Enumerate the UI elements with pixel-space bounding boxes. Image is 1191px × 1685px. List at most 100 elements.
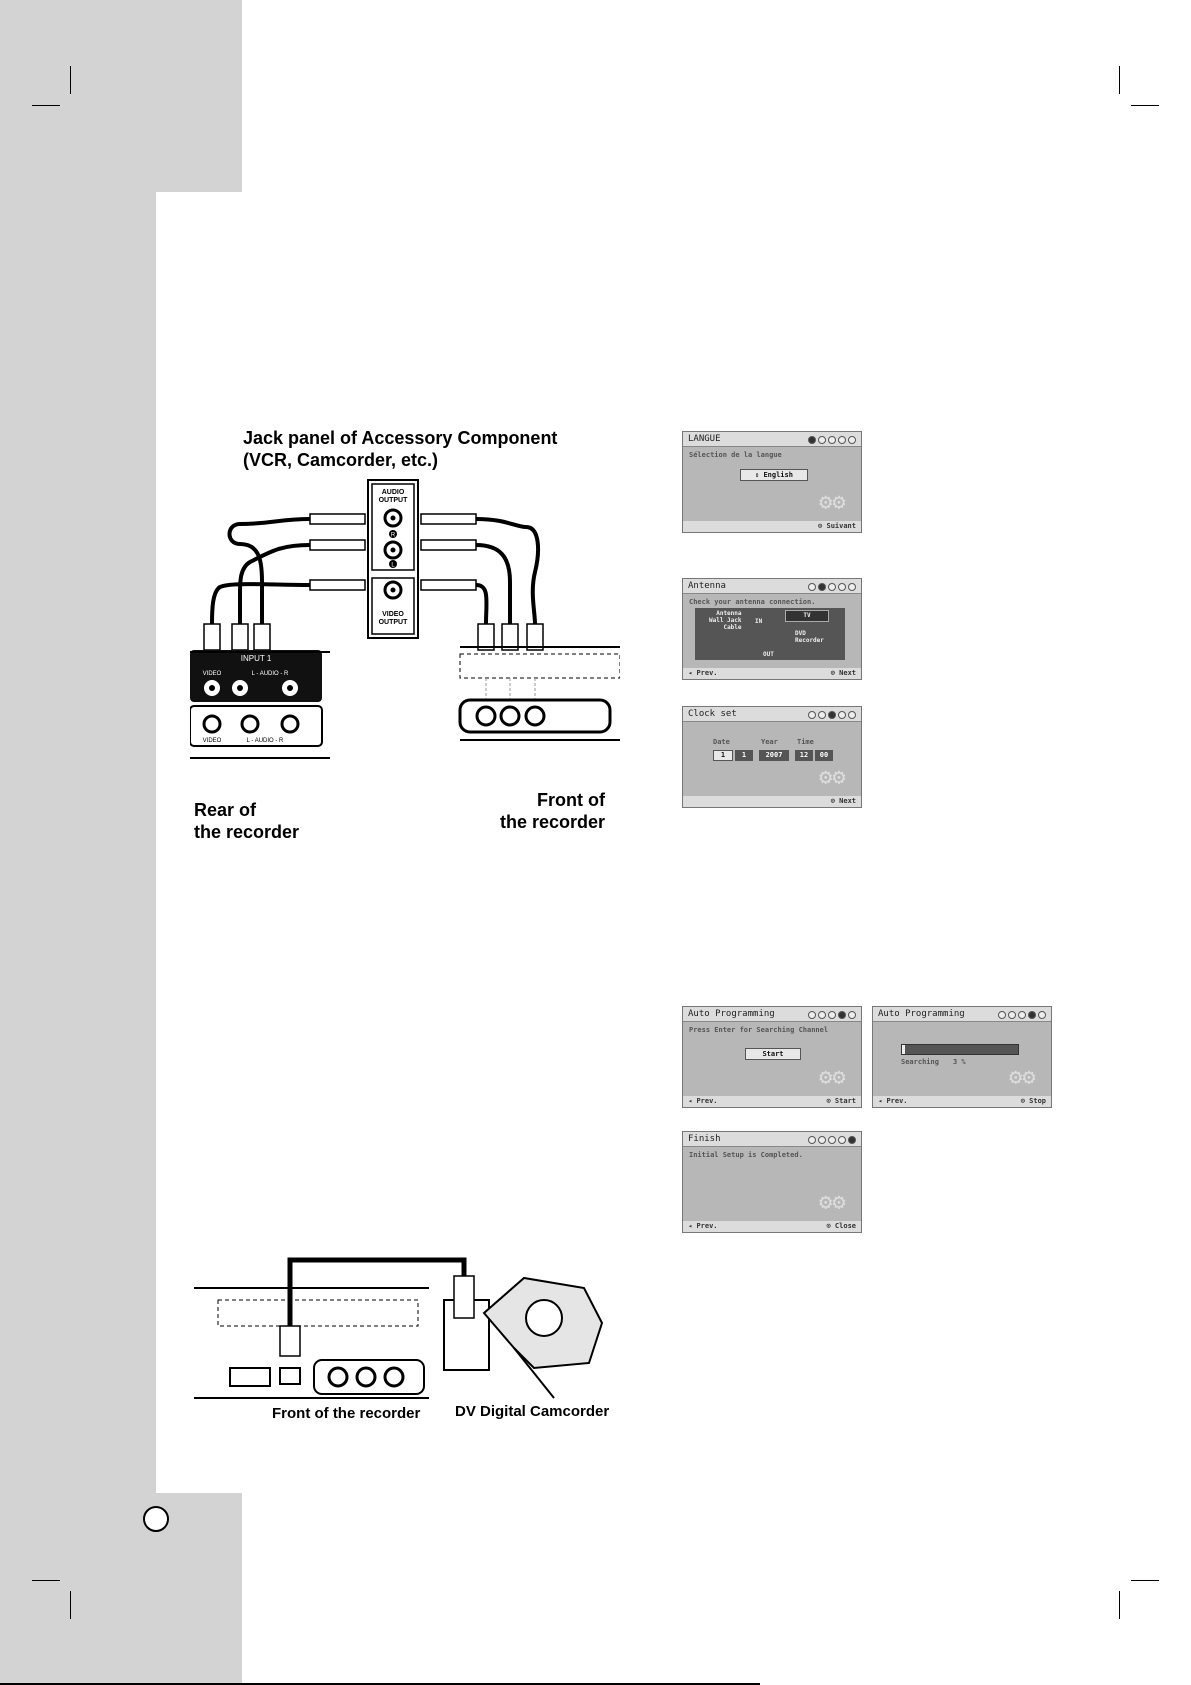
language-select[interactable]: ⇕ English bbox=[740, 469, 808, 481]
diagram-title-line1: Jack panel of Accessory Component bbox=[243, 428, 558, 448]
prev-hint: ◂ Prev. bbox=[878, 1097, 908, 1105]
prev-hint: ◂ Prev. bbox=[688, 1097, 718, 1105]
diagram-title: Jack panel of Accessory Component (VCR, … bbox=[243, 428, 557, 471]
hour-field[interactable]: 12 bbox=[795, 750, 813, 761]
rear-video-label-2: VIDEO bbox=[203, 738, 222, 744]
crop-mark bbox=[70, 1591, 71, 1619]
close-label: Close bbox=[834, 1222, 856, 1230]
next-hint: ⊙ Next bbox=[830, 797, 856, 805]
rear-video-label: VIDEO bbox=[203, 671, 222, 677]
wall-jack-label: Wall Jack bbox=[709, 617, 742, 624]
page-margin-top bbox=[0, 0, 242, 192]
start-button[interactable]: Start bbox=[745, 1048, 801, 1060]
time-label: Time bbox=[797, 738, 814, 746]
page-margin-bottom bbox=[0, 1493, 242, 1685]
searching-percent: 3 % bbox=[953, 1058, 966, 1066]
audio-output-label: AUDIO bbox=[382, 489, 405, 496]
crop-mark bbox=[1131, 1580, 1159, 1581]
in-label: IN bbox=[755, 618, 763, 625]
language-value: English bbox=[763, 471, 793, 479]
year-field[interactable]: 2007 bbox=[759, 750, 789, 761]
date-label: Date bbox=[713, 738, 730, 746]
close-hint: ⊙ Close bbox=[826, 1222, 856, 1230]
step-indicator bbox=[806, 1010, 856, 1024]
osd-title: Auto Programming bbox=[878, 1009, 965, 1019]
antenna-label: Antenna bbox=[716, 610, 742, 617]
front-caption-line2: the recorder bbox=[499, 811, 605, 832]
av-connection-diagram: AUDIO OUTPUT R L VIDEO OUTPUT INPUT 1 VI… bbox=[190, 479, 620, 759]
prev-label: Prev. bbox=[696, 669, 718, 677]
rear-audio-label: L - AUDIO - R bbox=[252, 671, 289, 677]
crop-mark bbox=[1119, 1591, 1120, 1619]
osd-title: LANGUE bbox=[688, 434, 721, 444]
crop-mark bbox=[1131, 105, 1159, 106]
gear-icon: ⚙⚙ bbox=[819, 490, 846, 515]
gear-icon: ⚙⚙ bbox=[1009, 1065, 1036, 1090]
step-indicator bbox=[806, 582, 856, 596]
input-1-label: INPUT 1 bbox=[241, 654, 272, 663]
diagram-title-line2: (VCR, Camcorder, etc.) bbox=[243, 449, 439, 470]
crop-mark bbox=[32, 105, 60, 106]
osd-langue: LANGUE Sélection de la langue ⇕ English … bbox=[682, 431, 862, 533]
cable-label: Cable bbox=[723, 624, 742, 631]
prev-hint: ◂ Prev. bbox=[688, 1222, 718, 1230]
jack-l-label: L bbox=[391, 563, 395, 569]
crop-mark bbox=[70, 66, 71, 94]
jack-r-label: R bbox=[391, 533, 396, 539]
osd-title: Antenna bbox=[688, 581, 726, 591]
dv-front-caption: Front of the recorder bbox=[272, 1405, 421, 1422]
month-field[interactable]: 1 bbox=[713, 750, 733, 761]
gear-icon: ⚙⚙ bbox=[819, 1065, 846, 1090]
next-hint: ⊙ Suivant bbox=[818, 522, 856, 530]
tv-box: TV bbox=[785, 610, 829, 622]
antenna-diagram: Antenna Wall Jack Cable IN TV DVD Record… bbox=[695, 608, 845, 660]
bottom-rule bbox=[0, 1683, 760, 1685]
osd-auto-programming: Auto Programming Press Enter for Searchi… bbox=[682, 1006, 862, 1108]
gear-icon: ⚙⚙ bbox=[819, 765, 846, 790]
rear-caption-line1: Rear of bbox=[194, 800, 257, 820]
osd-label: Sélection de la langue bbox=[689, 451, 782, 459]
osd-label: Press Enter for Searching Channel bbox=[689, 1026, 829, 1034]
next-label: Next bbox=[839, 669, 856, 677]
dvd-label: DVD bbox=[795, 630, 806, 637]
front-caption-line1: Front of bbox=[537, 790, 605, 810]
step-indicator bbox=[996, 1010, 1046, 1024]
out-label: OUT bbox=[763, 651, 774, 658]
video-output-label: VIDEO bbox=[382, 611, 404, 618]
rear-caption-line2: the recorder bbox=[194, 821, 300, 842]
page-margin-bar bbox=[0, 0, 156, 1685]
day-field[interactable]: 1 bbox=[735, 750, 753, 761]
osd-label: Check your antenna connection. bbox=[689, 598, 816, 606]
gear-icon: ⚙⚙ bbox=[819, 1190, 846, 1215]
prev-label: Prev. bbox=[886, 1097, 908, 1105]
osd-label: Initial Setup is Completed. bbox=[689, 1151, 803, 1159]
searching-label: Searching bbox=[901, 1058, 939, 1066]
year-label: Year bbox=[761, 738, 778, 746]
next-label: Start bbox=[834, 1097, 856, 1105]
crop-mark bbox=[1119, 66, 1120, 94]
step-indicator bbox=[806, 1135, 856, 1149]
next-hint: ⊙ Next bbox=[830, 669, 856, 677]
rear-caption: Rear of the recorder bbox=[194, 800, 299, 843]
step-indicator bbox=[806, 435, 856, 449]
next-label: Suivant bbox=[826, 522, 856, 530]
osd-title: Clock set bbox=[688, 709, 737, 719]
crop-mark bbox=[32, 1580, 60, 1581]
minute-field[interactable]: 00 bbox=[815, 750, 833, 761]
front-caption: Front of the recorder bbox=[470, 790, 605, 833]
osd-clock-set: Clock set Date Year Time 1 1 2007 12 00 … bbox=[682, 706, 862, 808]
progress-fill bbox=[902, 1045, 906, 1054]
rear-audio-label-2: L - AUDIO - R bbox=[247, 738, 284, 744]
osd-finish: Finish Initial Setup is Completed. ⚙⚙ ◂ … bbox=[682, 1131, 862, 1233]
stop-label: Stop bbox=[1029, 1097, 1046, 1105]
next-label: Next bbox=[839, 797, 856, 805]
osd-title: Finish bbox=[688, 1134, 721, 1144]
page-number-circle bbox=[143, 1506, 169, 1532]
prev-label: Prev. bbox=[696, 1222, 718, 1230]
video-output-label-2: OUTPUT bbox=[379, 619, 409, 626]
dv-connection-diagram bbox=[194, 1257, 604, 1399]
progress-bar bbox=[901, 1044, 1019, 1055]
osd-antenna: Antenna Check your antenna connection. A… bbox=[682, 578, 862, 680]
step-indicator bbox=[806, 710, 856, 724]
audio-output-label-2: OUTPUT bbox=[379, 497, 409, 504]
